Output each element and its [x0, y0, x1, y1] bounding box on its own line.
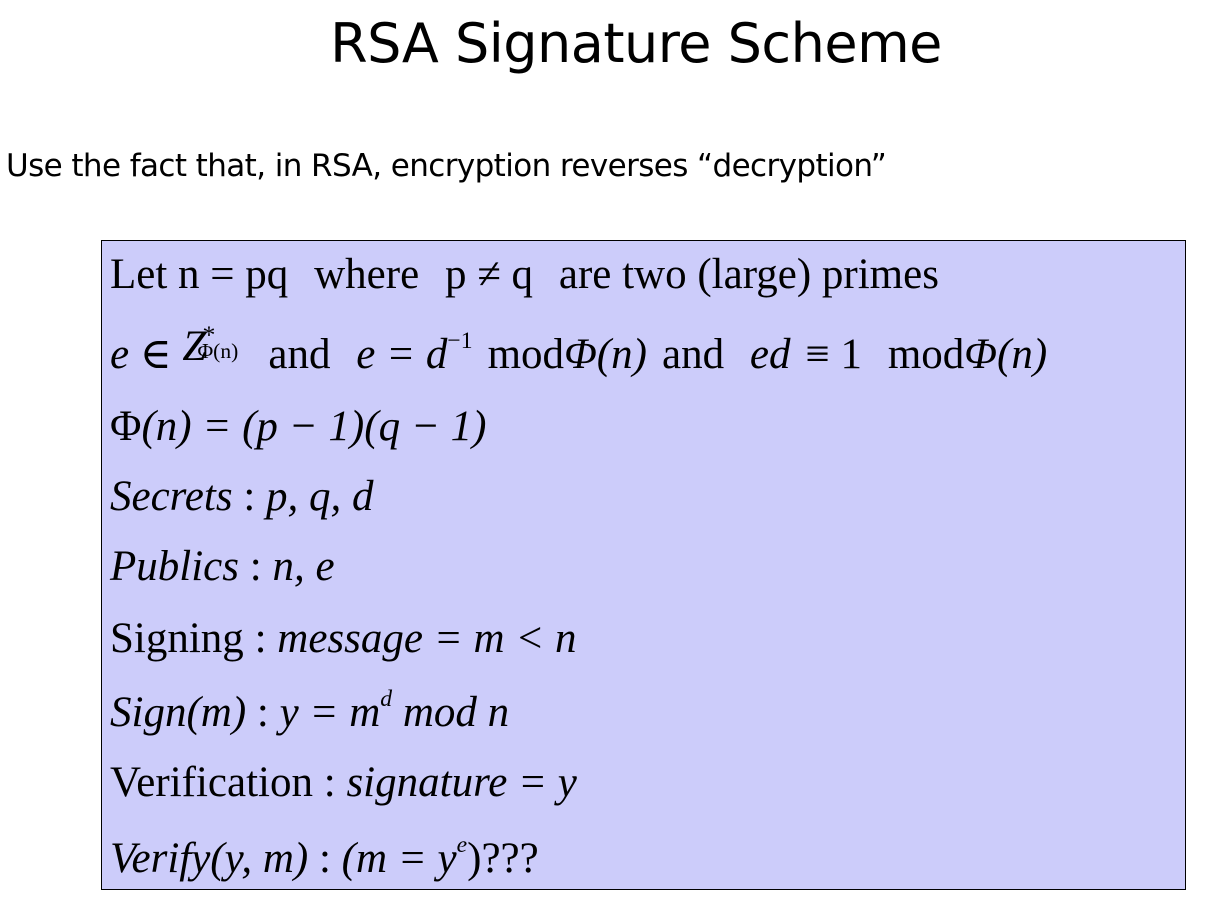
e-equals-d: e = d — [356, 331, 448, 378]
phi-n-1: Φ(n) — [564, 331, 647, 378]
publics-colon: : — [238, 543, 273, 590]
totient-expression: (n) = (p − 1)(q − 1) — [141, 403, 487, 450]
slide-title: RSA Signature Scheme — [330, 12, 942, 75]
formula-sign: Sign(m) : y = md mod n — [110, 687, 510, 736]
z-phi-star-group: Z*Φ(n) — [182, 320, 238, 370]
formula-secrets: Secrets : p, q, d — [110, 475, 374, 518]
sign-mod-n: mod n — [392, 689, 510, 736]
verification-colon: : — [312, 759, 347, 806]
formula-signing: Signing : message = m < n — [110, 617, 577, 660]
sign-colon: : — [246, 689, 280, 736]
publics-value: n, e — [272, 543, 335, 590]
phi-symbol: Φ — [110, 403, 142, 450]
sign-exponent-d: d — [380, 685, 393, 712]
verify-value-close: ) — [467, 835, 482, 882]
verification-value: signature = y — [346, 759, 577, 806]
z-star: * — [202, 320, 216, 350]
signing-label: Signing — [110, 615, 244, 662]
p-neq-q: p ≠ q — [444, 251, 534, 298]
let-n-pq: Let n = pq — [110, 251, 289, 298]
secrets-value: p, q, d — [266, 473, 374, 520]
sign-label: Sign(m) — [110, 689, 247, 736]
secrets-colon: : — [232, 473, 267, 520]
formula-verify: Verify(y, m) : (m = ye)??? — [110, 833, 539, 882]
publics-label: Publics — [110, 543, 239, 590]
mod-word-1: mod — [487, 331, 565, 378]
mod-word-2: mod — [887, 331, 965, 378]
and-word-2: and — [661, 331, 725, 378]
z-subscript-phi-n: Φ(n) — [197, 339, 239, 364]
verification-label: Verification — [110, 759, 313, 806]
slide-subtitle: Use the fact that, in RSA, encryption re… — [6, 148, 887, 184]
verify-exponent-e: e — [456, 831, 468, 858]
congruent-one: ≡ 1 — [805, 331, 863, 378]
verify-label: Verify(y, m) — [110, 835, 309, 882]
where-word: where — [314, 251, 420, 298]
verify-value-open: (m = y — [341, 835, 457, 882]
formula-totient: Φ(n) = (p − 1)(q − 1) — [110, 405, 486, 448]
verify-question-marks: ??? — [481, 835, 539, 882]
inverse-exponent: −1 — [447, 327, 473, 354]
and-word-1: and — [268, 331, 331, 378]
sign-value: y = m — [279, 689, 381, 736]
verify-colon: : — [308, 835, 342, 882]
signing-value: message = m < n — [277, 615, 577, 662]
two-large-primes: are two (large) primes — [558, 251, 939, 298]
secrets-label: Secrets — [110, 473, 233, 520]
formula-modulus-definition: Let n = pq where p ≠ q are two (large) prim… — [110, 253, 939, 296]
signing-colon: : — [243, 615, 278, 662]
ed-term: ed — [749, 331, 791, 378]
formula-box: Let n = pq where p ≠ q are two (large) prim… — [101, 240, 1186, 890]
formula-publics: Publics : n, e — [110, 545, 335, 588]
e-element-of: e ∈ — [110, 331, 183, 378]
formula-verification: Verification : signature = y — [110, 761, 577, 804]
z-letter: Z — [182, 323, 207, 370]
phi-n-2: Φ(n) — [964, 331, 1048, 378]
